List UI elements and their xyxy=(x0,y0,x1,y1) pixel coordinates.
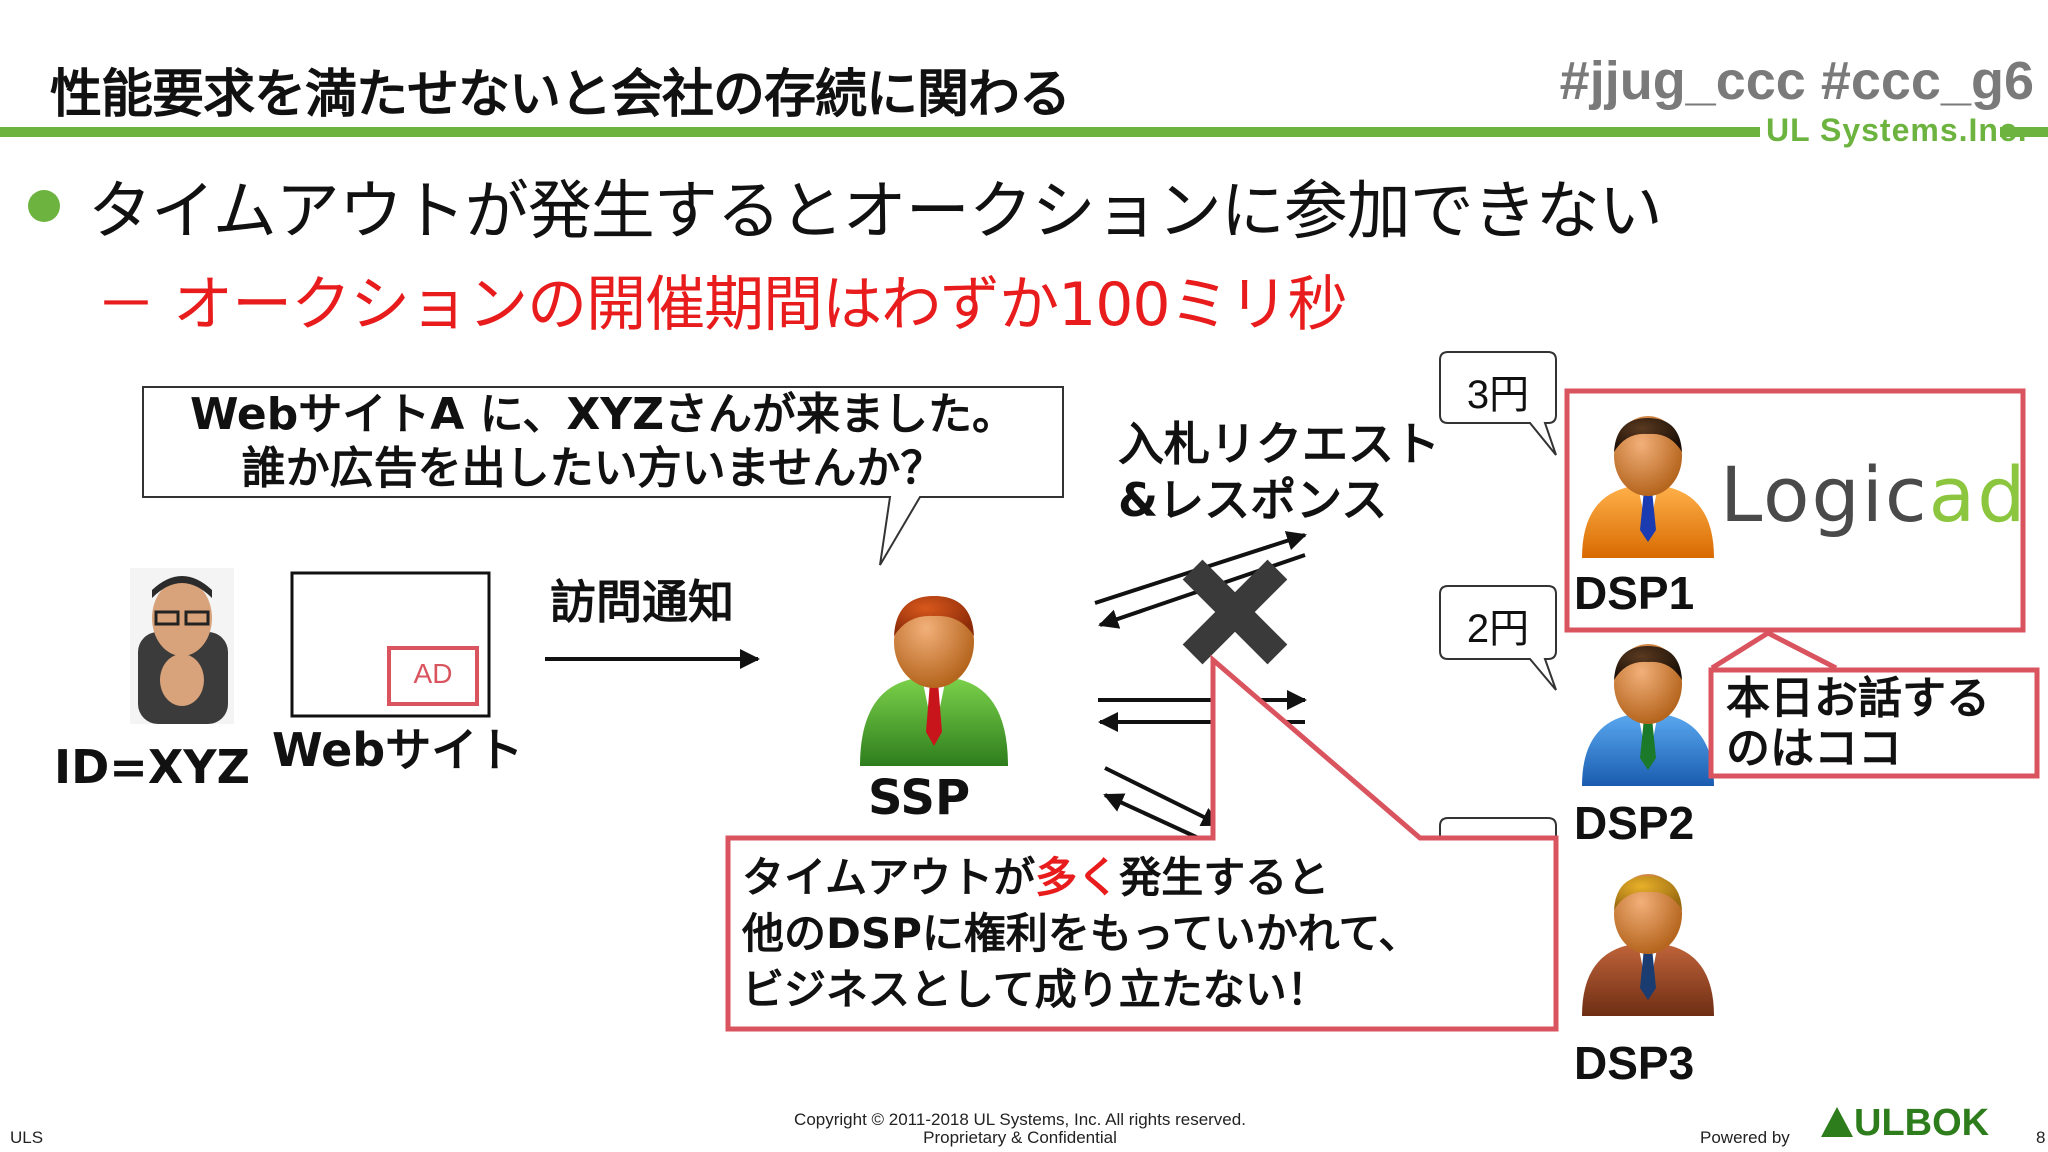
company-logo-box xyxy=(1760,110,2000,150)
today-callout-box xyxy=(1708,667,2040,779)
ssp-label: SSP xyxy=(868,770,971,826)
bid-label-line2: &レスポンス xyxy=(1118,473,1388,527)
dsp2-person-icon xyxy=(1582,644,1714,786)
speech-bubble-top-line2: 誰か広告を出したい方いませんか？ xyxy=(241,443,945,494)
user-photo xyxy=(130,568,234,724)
timeout-x-icon xyxy=(1182,559,1288,665)
ssp-person-icon xyxy=(860,596,1008,766)
dsp1-label: DSP1 xyxy=(1574,567,1695,619)
speech-bubble-top-line1: WebサイトA に、XYZさんが来ました。 xyxy=(189,389,1017,440)
hashtags: #jjug_ccc #ccc_g6 xyxy=(1559,51,2034,111)
price-bubble-1 xyxy=(1439,351,1557,456)
ad-box xyxy=(387,646,479,706)
dsp1-person-icon xyxy=(1582,416,1714,558)
logicad-logo: Logicad xyxy=(1720,450,2028,539)
ulbok-logo: ULBOK xyxy=(1820,1102,1989,1145)
bullet-sub: － オークションの開催期間はわずか100ミリ秒 xyxy=(96,270,1348,340)
timeout-callout-line1: タイムアウトが多く発生すると xyxy=(742,853,1330,902)
slide-title: 性能要求を満たせないと会社の存続に関わる xyxy=(50,65,1071,125)
today-callout-line1: 本日お話する xyxy=(1726,673,1990,724)
price-2: 2円 xyxy=(1466,607,1530,651)
ulbok-triangle-icon xyxy=(1821,1107,1853,1137)
today-callout-pointer xyxy=(1710,630,1838,671)
copyright-line2: Proprietary & Confidential xyxy=(923,1128,1117,1147)
company-logo: UL Systems.Inc. xyxy=(1766,112,2028,148)
dsp3-person-icon xyxy=(1582,874,1714,1016)
powered-by-label: Powered by xyxy=(1700,1128,1790,1147)
page-number: 8 xyxy=(2036,1128,2046,1147)
today-callout-line2: のはココ xyxy=(1726,723,1902,774)
footer-left: ULS xyxy=(10,1128,44,1147)
dsp3-label: DSP3 xyxy=(1574,1037,1695,1089)
speech-bubble-top xyxy=(142,386,1064,566)
ad-label: AD xyxy=(413,658,453,689)
copyright-line1: Copyright © 2011-2018 UL Systems, Inc. A… xyxy=(794,1110,1246,1129)
timeout-callout-line3: ビジネスとして成り立たない！ xyxy=(742,965,1329,1014)
timeout-callout xyxy=(725,654,1559,1032)
price-bubble-2 xyxy=(1439,585,1557,691)
bullet-dot-icon xyxy=(28,190,60,222)
bid-label-line1: 入札リクエスト xyxy=(1118,417,1440,471)
visit-label: 訪問通知 xyxy=(550,575,734,629)
price-1: 3円 xyxy=(1466,373,1530,417)
timeout-callout-line2: 他のDSPに権利をもっていかれて、 xyxy=(742,909,1421,958)
dsp2-label: DSP2 xyxy=(1574,797,1695,849)
header-rule xyxy=(0,127,2048,137)
bullet-main: タイムアウトが発生するとオークションに参加できない xyxy=(88,175,1663,249)
website-label: Webサイト xyxy=(272,723,524,777)
user-id-label: ID=XYZ xyxy=(54,740,250,794)
